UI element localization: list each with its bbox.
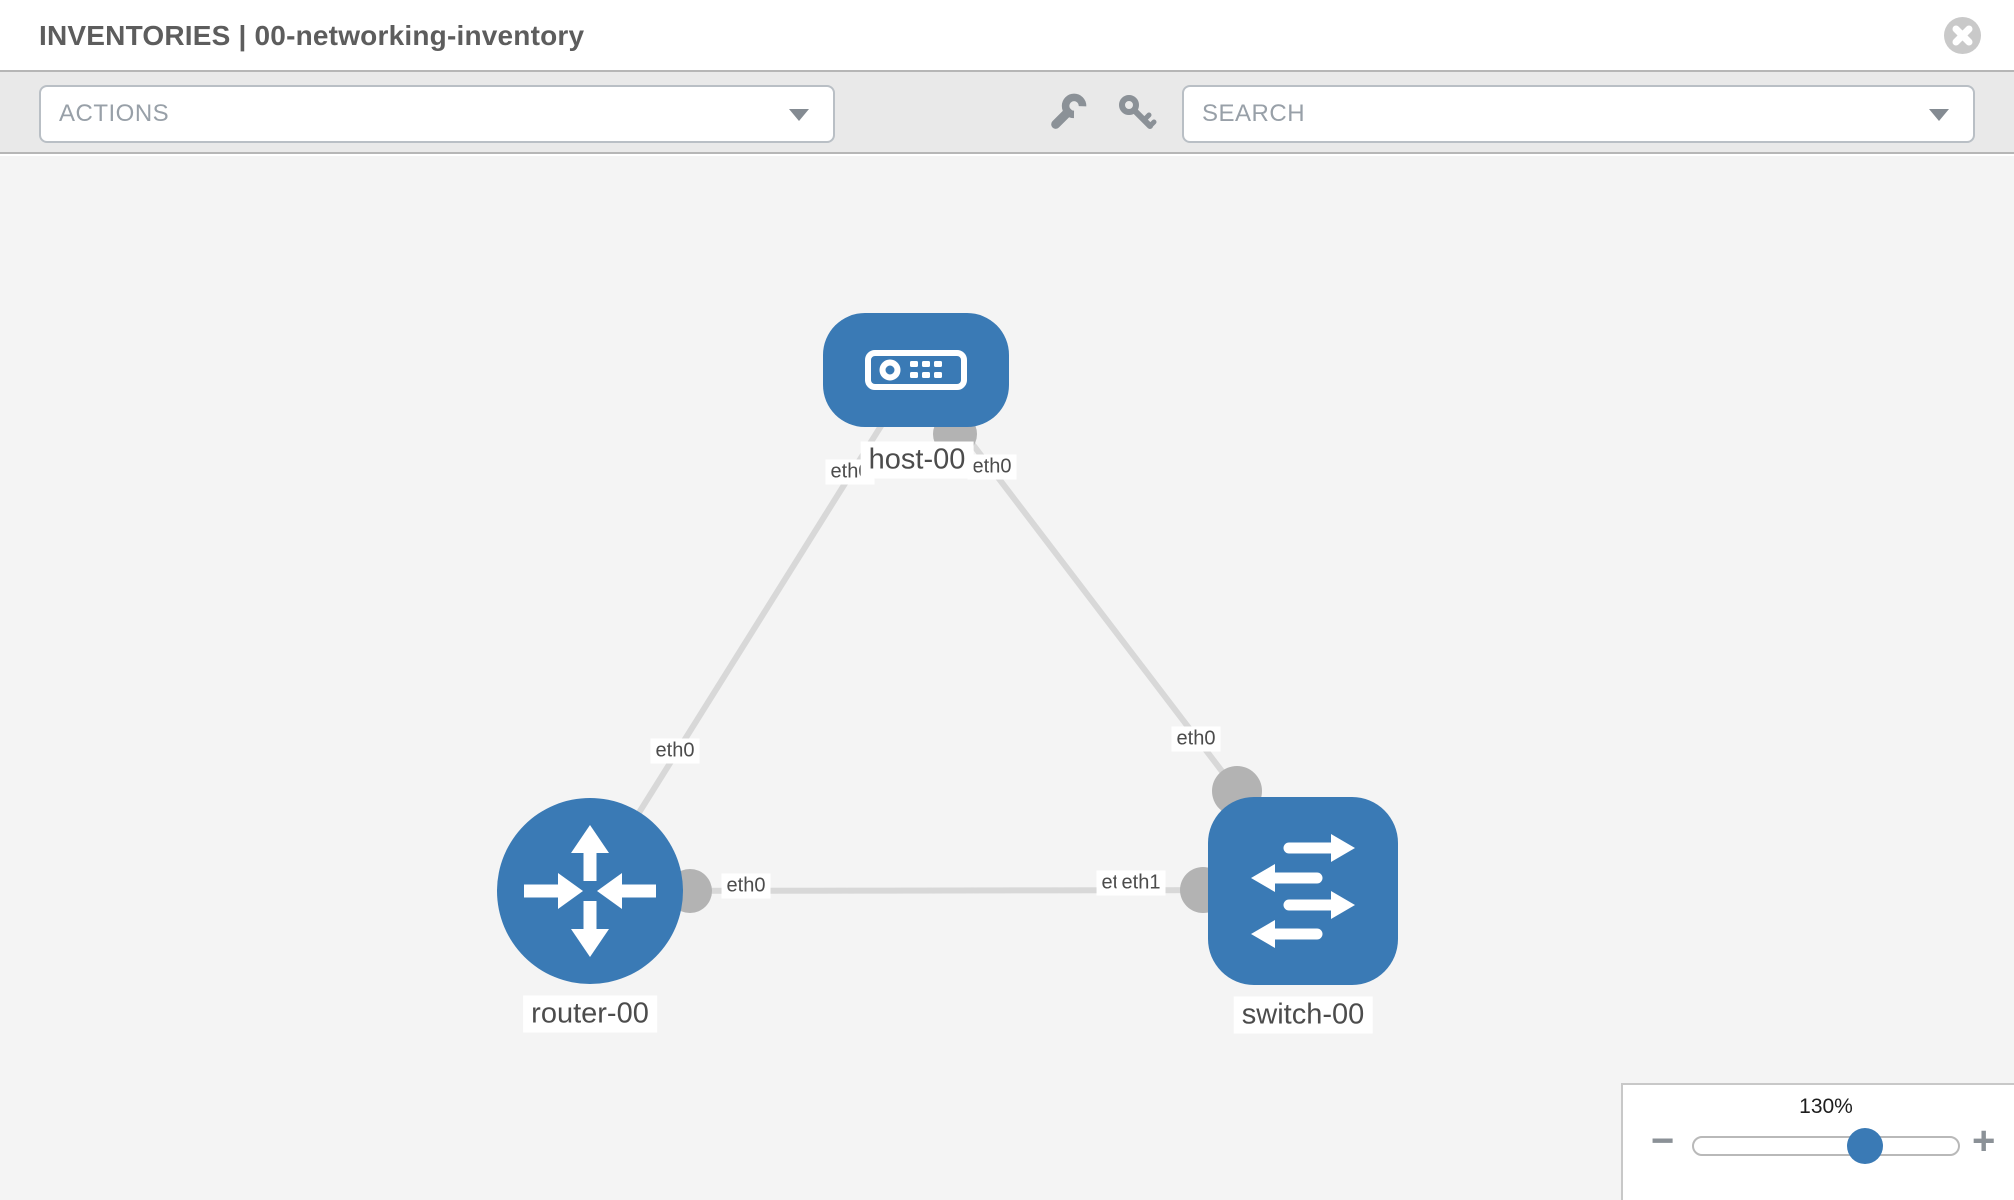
host-icon xyxy=(865,350,967,390)
page-title-name: 00-networking-inventory xyxy=(254,20,585,51)
toolbar: ACTIONS SEARCH xyxy=(0,70,2014,154)
zoom-level-readout: 130% xyxy=(1799,1095,1853,1118)
search-dropdown-label: SEARCH xyxy=(1202,100,1306,127)
if-label-host-eth0-right: eth0 xyxy=(967,454,1017,480)
router-icon xyxy=(524,825,656,957)
if-label-switch-eth0-top: eth0 xyxy=(1171,726,1221,752)
if-label-switch-eth1-front: eth1 xyxy=(1116,870,1166,896)
if-label-router-eth0-top: eth0 xyxy=(650,738,700,764)
actions-dropdown[interactable]: ACTIONS xyxy=(39,85,835,143)
page-title-separator: | xyxy=(238,20,247,51)
close-icon xyxy=(1952,25,1973,46)
chevron-down-icon xyxy=(1929,109,1949,121)
node-host-00[interactable] xyxy=(823,313,1009,427)
zoom-slider-track[interactable] xyxy=(1692,1136,1960,1156)
key-icon xyxy=(1119,95,1157,129)
node-label-router: router-00 xyxy=(523,995,657,1033)
topology-canvas[interactable]: host-00 router-00 switch-00 eth0 eth0 et… xyxy=(0,156,2014,1200)
if-label-router-eth0-right: eth0 xyxy=(721,873,771,899)
interface-circles xyxy=(668,412,1262,913)
header: INVENTORIES | 00-networking-inventory xyxy=(0,0,2014,70)
chevron-down-icon xyxy=(789,109,809,121)
wrench-icon xyxy=(1051,93,1087,129)
node-switch-00[interactable] xyxy=(1208,797,1398,985)
node-label-host: host-00 xyxy=(860,441,974,479)
zoom-slider-thumb[interactable] xyxy=(1847,1128,1883,1164)
zoom-in-button[interactable]: + xyxy=(1972,1119,1996,1163)
actions-dropdown-label: ACTIONS xyxy=(59,100,170,127)
credentials-button[interactable] xyxy=(1106,83,1168,145)
configure-button[interactable] xyxy=(1036,83,1098,145)
zoom-out-button[interactable]: − xyxy=(1651,1119,1675,1163)
zoom-control-panel: 130% − + xyxy=(1621,1083,2014,1200)
close-button[interactable] xyxy=(1944,17,1981,54)
switch-icon xyxy=(1251,834,1355,948)
node-label-switch: switch-00 xyxy=(1233,996,1373,1034)
page-title-section: INVENTORIES xyxy=(39,20,231,51)
search-dropdown[interactable]: SEARCH xyxy=(1182,85,1975,143)
node-router-00[interactable] xyxy=(497,798,683,984)
page-title: INVENTORIES | 00-networking-inventory xyxy=(39,20,584,52)
